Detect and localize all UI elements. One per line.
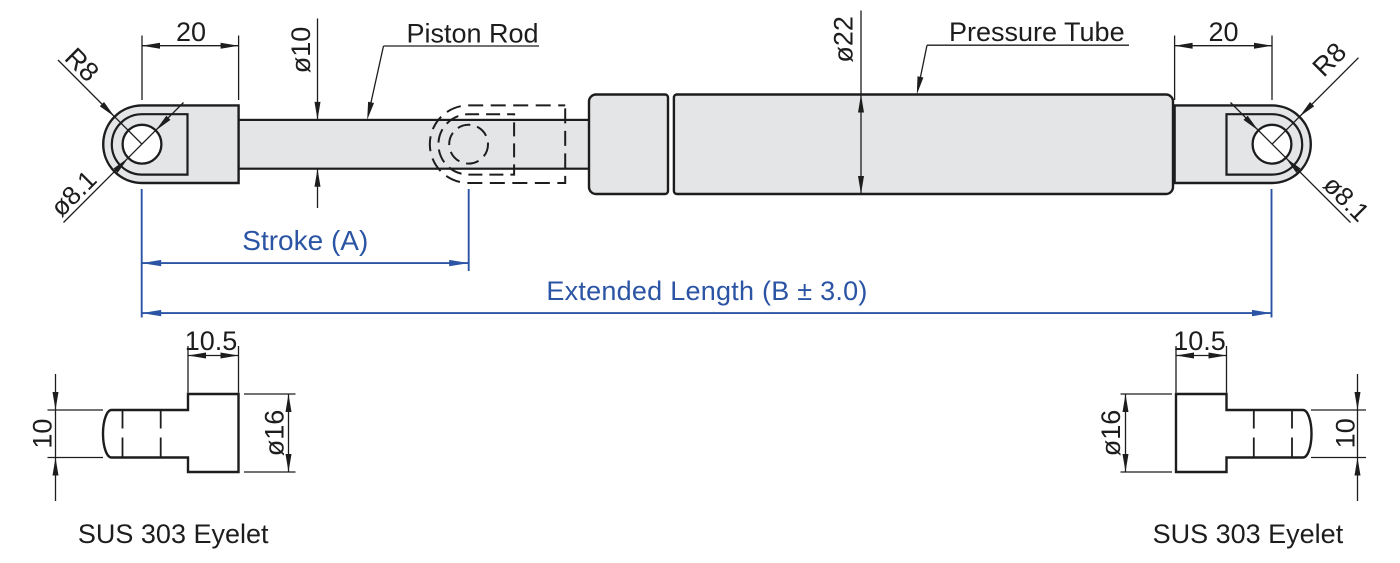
svg-text:10: 10 bbox=[1331, 418, 1361, 448]
svg-text:ø8.1: ø8.1 bbox=[1317, 169, 1375, 227]
svg-text:SUS 303 Eyelet: SUS 303 Eyelet bbox=[1153, 519, 1344, 549]
svg-text:SUS 303 Eyelet: SUS 303 Eyelet bbox=[78, 519, 269, 549]
svg-text:20: 20 bbox=[176, 17, 206, 47]
svg-text:ø16: ø16 bbox=[1096, 410, 1126, 457]
svg-text:10.5: 10.5 bbox=[185, 326, 238, 356]
svg-text:20: 20 bbox=[1208, 17, 1238, 47]
svg-text:R8: R8 bbox=[1307, 37, 1353, 83]
svg-text:Stroke (A): Stroke (A) bbox=[242, 225, 368, 256]
svg-text:10.5: 10.5 bbox=[1173, 326, 1226, 356]
svg-text:Extended Length (B ± 3.0): Extended Length (B ± 3.0) bbox=[546, 276, 867, 306]
svg-text:ø22: ø22 bbox=[829, 16, 859, 63]
svg-text:ø16: ø16 bbox=[260, 410, 290, 457]
svg-text:R8: R8 bbox=[59, 42, 105, 88]
svg-text:10: 10 bbox=[28, 419, 58, 449]
svg-text:Piston Rod: Piston Rod bbox=[407, 19, 539, 49]
svg-text:ø10: ø10 bbox=[286, 27, 316, 74]
svg-text:Pressure Tube: Pressure Tube bbox=[949, 17, 1125, 47]
svg-text:ø8.1: ø8.1 bbox=[44, 164, 102, 222]
